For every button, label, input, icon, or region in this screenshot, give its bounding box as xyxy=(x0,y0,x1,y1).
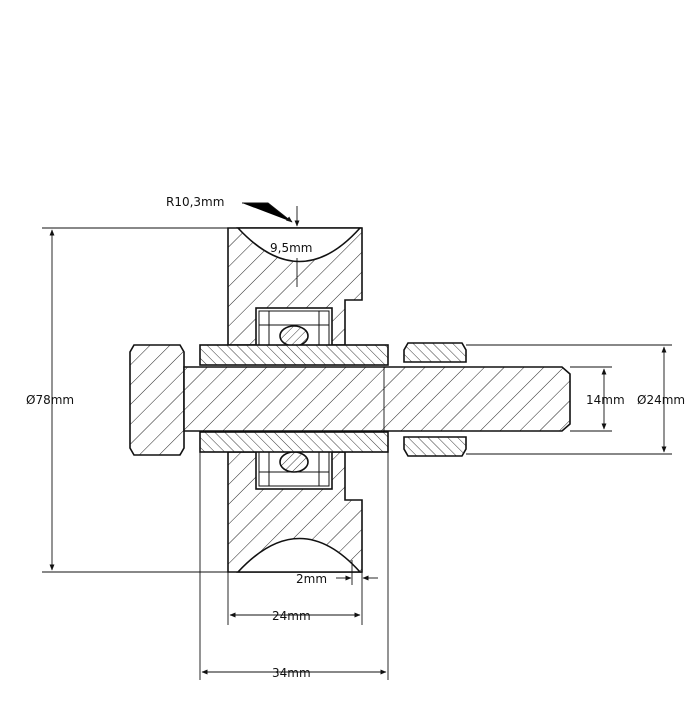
label-thread-diameter: Ø24mm xyxy=(637,393,685,407)
nut xyxy=(403,342,467,457)
wheel-groove-upper xyxy=(236,227,362,263)
label-groove-depth: 9,5mm xyxy=(270,241,312,255)
leader-groove-radius xyxy=(242,202,293,223)
washer-upper xyxy=(199,344,389,366)
label-bore-diameter: 14mm xyxy=(586,393,625,407)
washer-lower xyxy=(199,431,389,453)
label-groove-radius: R10,3mm xyxy=(166,195,224,209)
bolt-shank xyxy=(183,366,571,432)
wheel-groove-lower xyxy=(236,537,362,573)
bolt-head xyxy=(129,344,185,456)
label-outer-diameter: Ø78mm xyxy=(26,393,74,407)
label-flange-offset: 2mm xyxy=(296,572,327,586)
label-wheel-width: 24mm xyxy=(272,609,311,623)
label-overall-width: 34mm xyxy=(272,666,311,680)
